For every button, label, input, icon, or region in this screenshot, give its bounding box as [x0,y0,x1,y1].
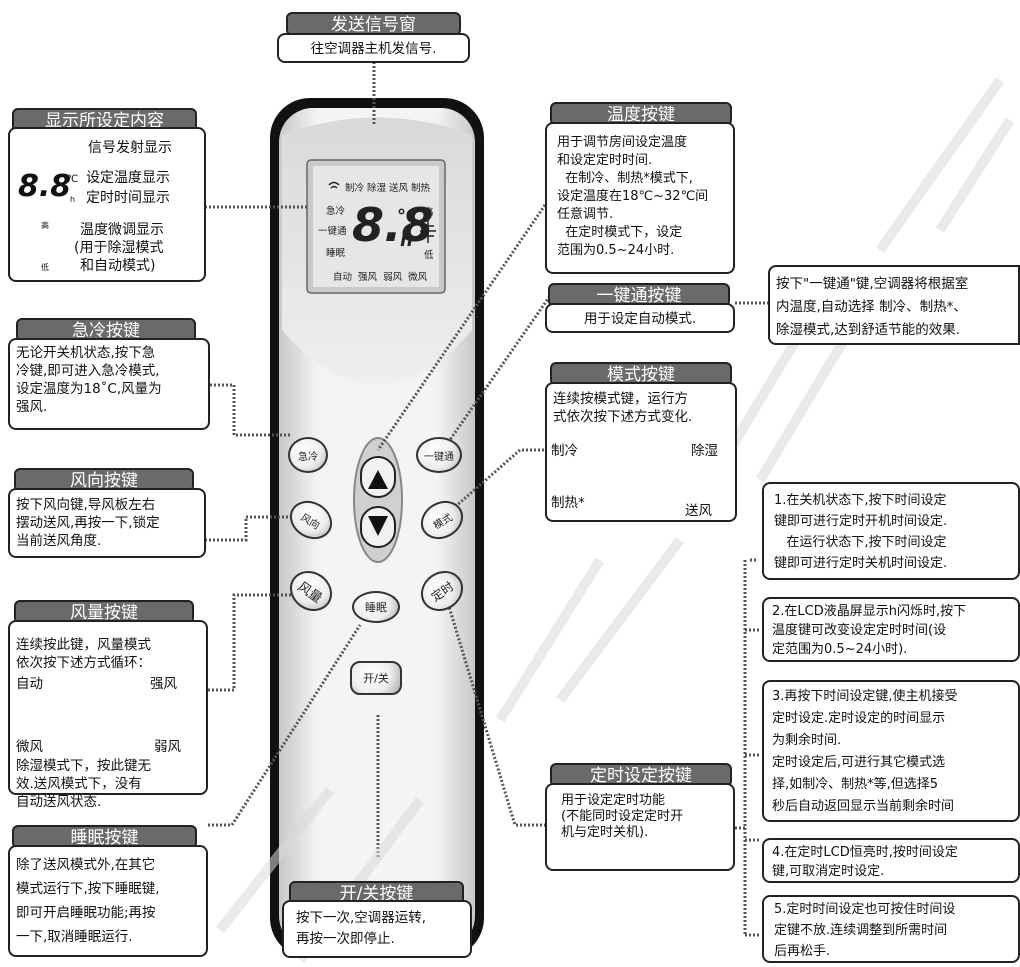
display-degree: ℃ [67,174,79,185]
fan-weak: 微风 [16,739,43,755]
power-button[interactable]: 开/关 [350,661,402,695]
fan-auto: 自动 [16,676,43,692]
temp-desc: 用于调节房间设定温度 和设定定时时间. 在制冷、制热*模式下, 设定温度在18℃… [557,135,709,258]
onekey-desc: 用于设定自动模式. [583,311,697,327]
temp-box: 用于调节房间设定温度 和设定定时时间. 在制冷、制热*模式下, 设定温度在18℃… [545,122,735,274]
timer-note1: 1.在关机状态下,按下时间设定 键即可进行定时开机时间设定. 在运行状态下,按下… [762,482,1020,580]
display-time-label: 定时时间显示 [86,190,170,206]
display-signal-label: 信号发射显示 [88,140,172,156]
display-fine-label: 温度微调显示 [80,222,164,238]
display-temp-label: 设定温度显示 [86,170,170,186]
onekey-button[interactable]: 一键通 [416,437,462,473]
lcd-digits: 8.8 [352,198,434,252]
cool-desc: 无论开关机状态,按下急 冷键,即可进入急冷模式, 设定温度为18˚C,风量为 强… [16,345,162,415]
fan-box: 连续按此键，风量模式 依次按下述方式循环： 自动 强风 微风 弱风 除湿模式下，… [8,620,208,810]
timer-desc: 用于设定定时功能 (不能同时设定定时开 机与定时关机). [561,793,684,840]
lcd-left-onekey: 一键通 [318,226,347,237]
display-h: h [70,195,76,204]
lcd-h: h [400,230,413,251]
onekey-note: 按下"一键通"键,空调器将根据室 内温度,自动选择 制冷、制热*、 除湿模式,达… [776,276,969,338]
lcd-degree: ℃ [397,206,419,227]
dir-desc: 按下风向键,导风板左右 摆动送风,再按一下,锁定 当前送风角度. [16,497,160,549]
cool-box: 无论开关机状态,按下急 冷键,即可进入急冷模式, 设定温度为18˚C,风量为 强… [8,338,210,430]
mode-fan: 送风 [685,503,712,519]
timer-note5-text: 5.定时时间设定也可按住时间设 定键不放.连续调整到所需时间 后再松手. [774,902,956,959]
timer-note4-text: 4.在定时LCD恒亮时,按时间设定 键,可取消定时设定. [772,845,958,879]
mode-cool: 制冷 [551,443,578,459]
display-fine-note1: (用于除湿模式 [74,240,164,256]
display-high: 高 [41,221,49,230]
lcd-top-modes: 制冷 除湿 送风 制热 [345,183,431,194]
fan-soft: 弱风 [154,739,181,755]
timer-box: 用于设定定时功能 (不能同时设定定时开 机与定时关机). [545,783,735,871]
display-box: 信号发射显示 8.8 ℃ h 设定温度显示 定时时间显示 高 低 温度微调显示 … [8,127,206,282]
lcd-left-sleep: 睡眠 [326,248,346,259]
sleep-desc: 除了送风模式外,在其它 模式运行下,按下睡眠键, 即可开启睡眠功能;再按 一下,… [16,857,160,945]
watermark [216,77,1015,963]
onekey-box: 用于设定自动模式. [545,303,735,333]
timer-note1-text: 1.在关机状态下,按下时间设定 键即可进行定时开机时间设定. 在运行状态下,按下… [774,493,948,571]
display-fine-note2: 和自动模式) [80,258,156,274]
timer-note3-text: 3.再按下时间设定键,使主机接受 定时设定.定时设定的时间显示 为剩余时间. 定… [772,689,958,814]
send-window-title: 发送信号窗 [286,12,461,36]
send-window-box: 往空调器主机发信号. [277,33,470,63]
timer-note4: 4.在定时LCD恒亮时,按时间设定 键,可取消定时设定. [762,838,1020,883]
timer-note3: 3.再按下时间设定键,使主机接受 定时设定.定时设定的时间显示 为剩余时间. 定… [762,680,1020,822]
display-low: 低 [41,263,49,272]
timer-note2-text: 2.在LCD液晶屏显示h闪烁时,按下 温度键可改变设定定时时间(设 定范围为0.… [772,604,967,657]
mode-box: 连续按模式键，运行方 式依次按下述方式变化. 制冷 除湿 制热* 送风 [545,382,737,522]
sleep-box: 除了送风模式外,在其它 模式运行下,按下睡眠键, 即可开启睡眠功能;再按 一下,… [8,845,208,957]
timer-note5: 5.定时时间设定也可按住时间设 定键不放.连续调整到所需时间 后再松手. [762,895,1020,963]
timer-note2: 2.在LCD液晶屏显示h闪烁时,按下 温度键可改变设定定时时间(设 定范围为0.… [762,597,1020,662]
lcd-left-cool: 急冷 [326,206,346,217]
fan-strong: 强风 [150,676,177,692]
display-digits: 8.8 [18,169,72,204]
lcd-low: 低 [424,250,434,261]
mode-desc: 连续按模式键，运行方 式依次按下述方式变化. [553,391,693,425]
power-desc: 按下一次,空调器运转, 再按一次即停止. [296,910,427,947]
send-window-desc: 往空调器主机发信号. [310,41,437,57]
fan-desc1: 连续按此键，风量模式 依次按下述方式循环： [16,637,151,671]
dir-box: 按下风向键,导风板左右 摆动送风,再按一下,锁定 当前送风角度. [8,488,206,558]
onekey-note-box: 按下"一键通"键,空调器将根据室 内温度,自动选择 制冷、制热*、 除湿模式,达… [768,265,1020,345]
cool-button[interactable]: 急冷 [288,437,328,473]
sleep-button[interactable]: 睡眠 [352,591,400,623]
power-box: 按下一次,空调器运转, 再按一次即停止. [282,900,472,958]
fan-desc2: 除湿模式下，按此键无 效.送风模式下，没有 自动送风状态. [16,758,151,810]
lcd-fan-levels: 自动 强风 弱风 微风 [333,272,428,283]
mode-heat: 制热* [551,495,585,511]
mode-dry: 除湿 [691,443,718,459]
lcd-high: 高 [424,207,434,218]
